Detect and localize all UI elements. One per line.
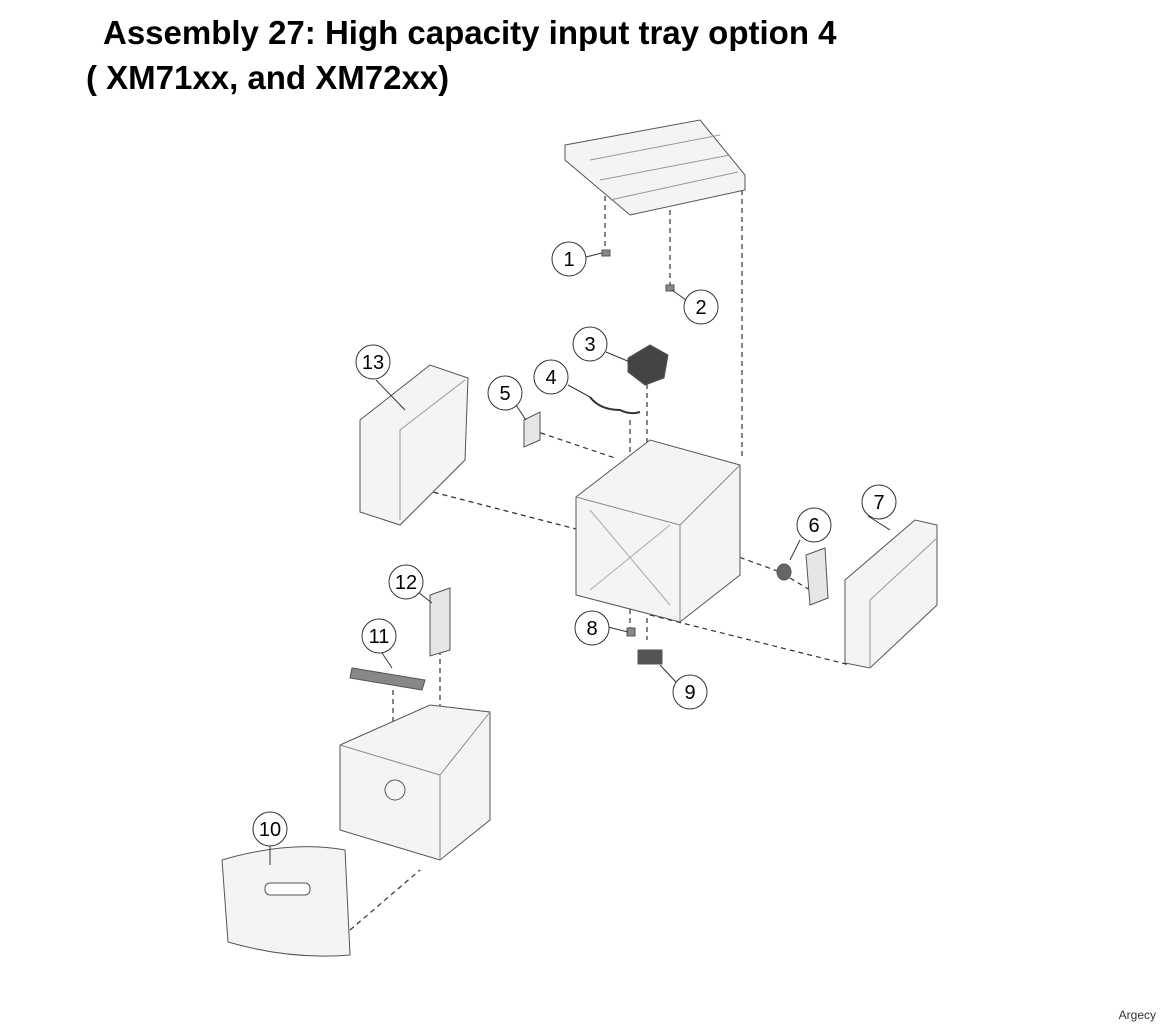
svg-text:5: 5	[499, 383, 510, 405]
part-5-board	[523, 411, 541, 448]
page-title-line-2: ( XM71xx, and XM72xx)	[86, 59, 450, 96]
callout-1: 1	[551, 241, 587, 277]
part-2-clip	[665, 284, 675, 292]
callout-3: 3	[572, 326, 608, 362]
top-cover-part	[564, 119, 746, 216]
callout-7: 7	[861, 484, 897, 520]
callout-9: 9	[672, 674, 708, 710]
callout-12: 12	[388, 564, 424, 600]
svg-text:4: 4	[545, 367, 556, 389]
svg-text:13: 13	[362, 352, 384, 374]
part-6-motor	[776, 563, 792, 581]
svg-text:3: 3	[584, 334, 595, 356]
main-frame-part	[575, 439, 741, 623]
callout-11: 11	[361, 618, 397, 654]
svg-text:2: 2	[695, 297, 706, 319]
svg-text:1: 1	[563, 249, 574, 271]
callout-5: 5	[487, 375, 523, 411]
callout-8: 8	[574, 610, 610, 646]
callout-4: 4	[533, 359, 569, 395]
part-3-bracket	[627, 344, 669, 386]
part-4-cable	[589, 396, 641, 415]
page-title-line-1: Assembly 27: High capacity input tray op…	[103, 14, 837, 51]
part-9-roller	[637, 649, 663, 665]
svg-text:7: 7	[873, 492, 884, 514]
svg-text:6: 6	[808, 515, 819, 537]
part-13-side-panel	[359, 364, 469, 526]
part-8-sensor	[626, 627, 636, 637]
part-10-front-door	[221, 846, 351, 957]
svg-text:9: 9	[684, 682, 695, 704]
svg-text:12: 12	[395, 572, 417, 594]
tray-assembly-part	[339, 704, 491, 861]
part-6-bracket	[805, 547, 829, 606]
callout-balloons: 1 2 3 4 5 6 7 8 9 10 11 12 13	[252, 241, 897, 847]
part-1-clip	[601, 249, 611, 257]
part-11-shaft	[349, 667, 426, 691]
callout-2: 2	[683, 289, 719, 325]
svg-text:11: 11	[369, 626, 390, 648]
watermark: Argecy	[1118, 1008, 1156, 1022]
part-illustrations	[221, 119, 938, 957]
callout-10: 10	[252, 811, 288, 847]
callout-13: 13	[355, 344, 391, 380]
part-7-right-cover	[844, 519, 938, 669]
callout-6: 6	[796, 507, 832, 543]
part-12-plate	[429, 587, 451, 657]
svg-text:10: 10	[259, 819, 281, 841]
svg-text:8: 8	[586, 618, 597, 640]
